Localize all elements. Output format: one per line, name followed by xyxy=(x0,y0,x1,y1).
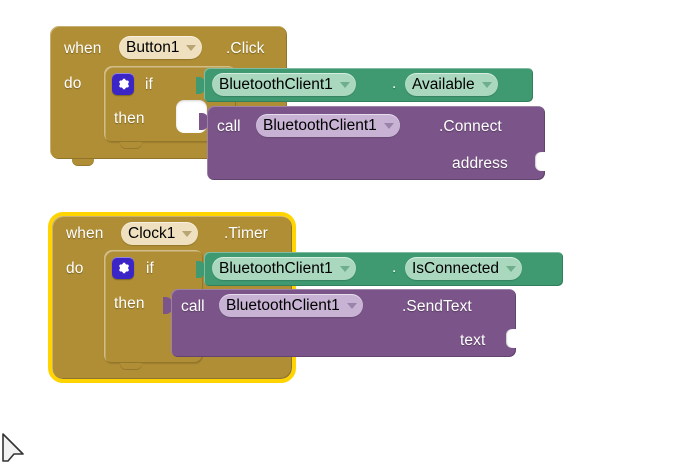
when-label-2: when xyxy=(66,225,104,242)
call-component-dropdown-2[interactable]: BluetoothClient1 xyxy=(219,294,363,317)
gear-icon[interactable] xyxy=(112,73,134,95)
do-label-1: do xyxy=(64,75,82,92)
call-label-2: call xyxy=(181,298,205,315)
call-component-dropdown-2-value: BluetoothClient1 xyxy=(226,296,340,314)
getter-property-dropdown-2[interactable]: IsConnected xyxy=(405,257,523,280)
chevron-down-icon xyxy=(346,302,357,309)
control-bottom-notch-2 xyxy=(120,363,142,370)
call-method-suffix-2: .SendText xyxy=(402,298,472,315)
getter-plug-1 xyxy=(196,77,205,94)
getter-component-dropdown-2-value: BluetoothClient1 xyxy=(219,259,333,277)
component-dropdown-button1[interactable]: Button1 xyxy=(119,36,203,59)
gear-icon[interactable] xyxy=(112,257,134,279)
event-suffix-label-2: .Timer xyxy=(224,225,268,242)
getter-dot-2: . xyxy=(392,259,397,276)
call-method-suffix-1: .Connect xyxy=(439,118,502,135)
if-label-2: if xyxy=(146,260,154,277)
if-label-1: if xyxy=(145,76,153,93)
getter-component-dropdown-1-value: BluetoothClient1 xyxy=(219,75,333,93)
when-label-1: when xyxy=(64,40,102,57)
event-suffix-label-1: .Click xyxy=(226,40,265,57)
call-arg-label-address: address xyxy=(452,155,508,172)
getter-property-dropdown-1-value: Available xyxy=(412,75,475,93)
block-bottom-notch xyxy=(72,159,94,166)
control-bottom-notch-1 xyxy=(120,142,142,149)
chevron-down-icon xyxy=(383,122,394,129)
getter-property-dropdown-1[interactable]: Available xyxy=(405,73,498,96)
chevron-down-icon xyxy=(506,265,517,272)
call-component-dropdown-1-value: BluetoothClient1 xyxy=(263,116,377,134)
do-label-2: do xyxy=(66,260,84,277)
mouse-pointer-icon xyxy=(2,432,32,467)
chevron-down-icon xyxy=(339,81,350,88)
call-arg-label-text: text xyxy=(460,332,486,349)
chevron-down-icon xyxy=(339,265,350,272)
chevron-down-icon xyxy=(186,44,197,51)
getter-dot-1: . xyxy=(392,75,397,92)
component-dropdown-clock1[interactable]: Clock1 xyxy=(121,222,199,245)
component-dropdown-clock1-value: Clock1 xyxy=(128,224,176,242)
getter-plug-2 xyxy=(196,261,205,278)
then-label-1: then xyxy=(114,110,145,127)
call-component-dropdown-1[interactable]: BluetoothClient1 xyxy=(256,114,400,137)
call-arg-socket-text[interactable] xyxy=(506,329,516,348)
call-plug-1 xyxy=(199,113,208,130)
getter-property-dropdown-2-value: IsConnected xyxy=(412,259,500,277)
component-dropdown-button1-value: Button1 xyxy=(126,38,180,56)
chevron-down-icon xyxy=(182,230,193,237)
getter-component-dropdown-2[interactable]: BluetoothClient1 xyxy=(212,257,356,280)
getter-component-dropdown-1[interactable]: BluetoothClient1 xyxy=(212,73,356,96)
call-plug-2 xyxy=(163,297,172,314)
call-label-1: call xyxy=(217,118,241,135)
chevron-down-icon xyxy=(481,81,492,88)
call-arg-socket-address[interactable] xyxy=(535,152,545,171)
then-label-2: then xyxy=(114,295,145,312)
